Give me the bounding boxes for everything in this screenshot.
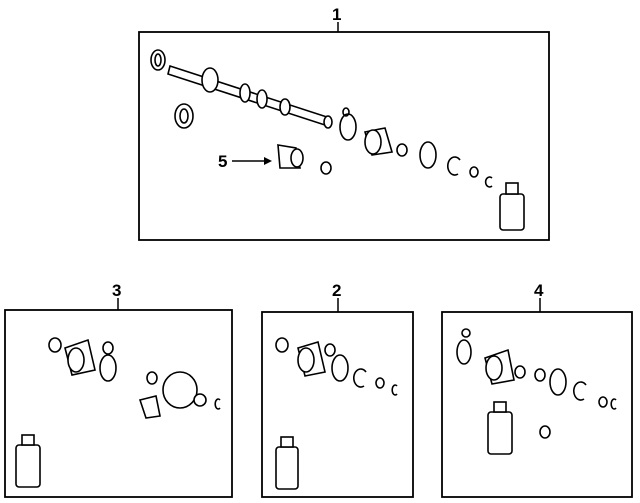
- seal-ring: [150, 49, 166, 71]
- group-3-outer-joint-kit: 3: [4, 281, 233, 498]
- joint-stub: [193, 393, 207, 407]
- clamp: [48, 337, 62, 353]
- clamp-small: [146, 371, 158, 385]
- clamp: [461, 328, 471, 338]
- clamp-small: [534, 368, 546, 382]
- cv-boot: [363, 127, 394, 156]
- boot-band-2: [549, 368, 567, 396]
- clamp-small: [102, 341, 114, 355]
- clamp-small: [396, 143, 408, 157]
- callout-5[interactable]: 5: [218, 152, 227, 171]
- cv-boot-end: [67, 347, 85, 373]
- group-1-axle-assembly: 1 5: [138, 5, 550, 241]
- circlip: [469, 166, 493, 188]
- callout-3[interactable]: 3: [112, 281, 121, 300]
- circlip: [610, 398, 617, 410]
- snap-ring: [572, 381, 587, 401]
- tripod-joint: [138, 395, 161, 419]
- group-3-frame: [4, 309, 233, 498]
- callout-1[interactable]: 1: [332, 5, 341, 24]
- clamp-small: [514, 365, 526, 379]
- grease-bottle: [499, 182, 525, 231]
- drive-shaft: [167, 64, 333, 129]
- circlip: [391, 384, 398, 396]
- grease-bottle: [275, 436, 299, 490]
- boot-band: [339, 107, 357, 141]
- oil-seal: [174, 103, 194, 129]
- boot-band: [456, 339, 472, 365]
- clamp-small: [324, 343, 336, 357]
- arrow-5: [232, 157, 272, 165]
- group-4-boot-kit: 4: [441, 281, 633, 498]
- callout-4[interactable]: 4: [534, 281, 544, 300]
- boot-band: [99, 354, 117, 382]
- washer: [375, 377, 385, 389]
- cv-boot-end: [297, 347, 315, 373]
- cv-boot-end: [485, 355, 503, 381]
- snap-ring: [446, 156, 461, 176]
- grease-bottle: [487, 401, 513, 455]
- outer-cv-joint: [162, 371, 198, 409]
- clamp: [320, 161, 332, 175]
- grease-bottle: [15, 434, 41, 488]
- clamp-small: [539, 425, 551, 439]
- bearing: [277, 144, 304, 169]
- group-2-boot-kit: 2: [261, 281, 414, 498]
- snap-ring: [352, 368, 367, 388]
- callout-2[interactable]: 2: [332, 281, 341, 300]
- clamp: [275, 337, 289, 353]
- boot-band: [331, 354, 349, 382]
- group-1-frame: [138, 31, 550, 241]
- circlip: [214, 398, 221, 410]
- boot-band-2: [419, 141, 437, 169]
- washer: [598, 396, 608, 408]
